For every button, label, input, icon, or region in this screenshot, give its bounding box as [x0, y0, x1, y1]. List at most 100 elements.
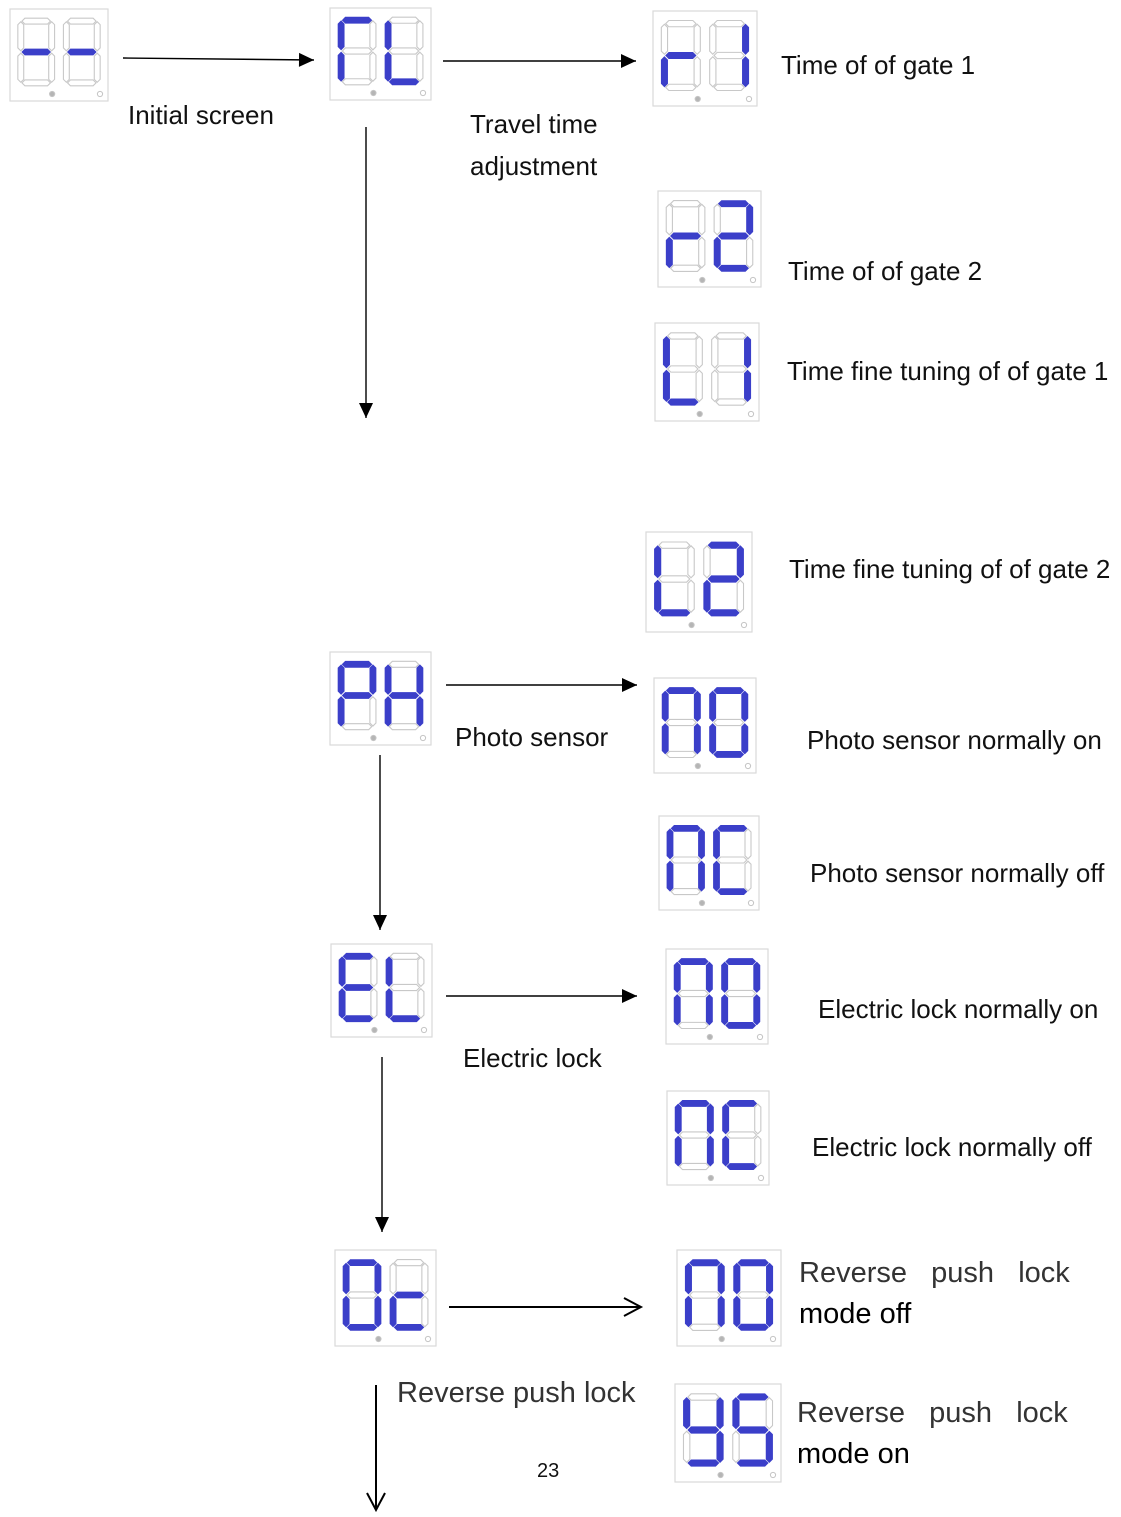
segment-b — [374, 1262, 382, 1295]
segment-g — [670, 856, 702, 864]
segment-f — [389, 1262, 397, 1295]
segment-a — [66, 17, 97, 25]
segment-e — [384, 696, 392, 727]
segment-c — [369, 51, 377, 82]
arrow-el-down — [375, 1057, 389, 1232]
segment-d — [389, 1015, 421, 1023]
display-r2 — [657, 190, 762, 288]
digit-1 — [338, 952, 378, 1023]
segment-c — [421, 1295, 429, 1328]
segment-g — [687, 1426, 720, 1434]
segment-g — [66, 48, 97, 56]
segment-e — [337, 51, 345, 82]
label-photo-sensor-off: Photo sensor normally off — [810, 858, 1105, 888]
segment-a — [664, 19, 697, 28]
label-travel-time-line1: Travel time — [470, 109, 598, 139]
segment-b — [736, 545, 744, 579]
decimal-dot — [370, 89, 377, 97]
segment-f — [342, 1262, 350, 1295]
digit-2 — [709, 19, 750, 92]
digit-1 — [662, 332, 703, 406]
segment-e — [385, 988, 393, 1019]
segment-c — [693, 55, 701, 88]
segment-g — [21, 48, 52, 56]
decimal-dot-secondary — [424, 1335, 432, 1343]
decimal-dot — [717, 1471, 724, 1479]
segment-e — [703, 579, 711, 613]
segment-b — [766, 1262, 774, 1295]
segment-f — [654, 545, 662, 579]
segment-g — [388, 47, 420, 55]
digit-1 — [17, 17, 56, 87]
segment-g — [389, 983, 421, 992]
segment-e — [711, 369, 719, 403]
segment-f — [338, 956, 346, 987]
segment-e — [384, 51, 392, 82]
segment-b — [765, 1396, 774, 1430]
display-el-nc — [666, 1090, 770, 1186]
segment-b — [698, 203, 706, 236]
segment-d — [664, 83, 697, 92]
segment-c — [766, 1295, 774, 1328]
segment-f — [733, 1262, 741, 1295]
segment-e — [713, 860, 720, 892]
segment-e — [338, 988, 346, 1019]
segment-e — [684, 1295, 692, 1328]
segment-b — [746, 203, 754, 236]
segment-g — [393, 1291, 425, 1299]
digit-1 — [684, 1259, 725, 1331]
segment-f — [662, 335, 670, 369]
digit-2 — [703, 541, 745, 617]
segment-g — [658, 575, 691, 583]
digit-2 — [713, 825, 752, 895]
decimal-dot-secondary — [96, 90, 104, 98]
segment-f — [713, 203, 721, 236]
segment-g — [715, 365, 748, 373]
segment-c — [374, 1295, 382, 1328]
segment-f — [711, 335, 719, 369]
segment-b — [421, 1262, 429, 1295]
segment-b — [754, 1103, 762, 1135]
segment-b — [706, 1103, 714, 1135]
segment-e — [662, 369, 670, 403]
segment-d — [21, 79, 52, 87]
segment-a — [687, 1393, 720, 1401]
digit-2 — [713, 200, 754, 272]
segment-e — [709, 723, 717, 755]
display-ph-nc — [658, 815, 760, 911]
segment-c — [754, 1135, 762, 1167]
decimal-dot-secondary — [747, 899, 755, 907]
decimal-dot — [370, 734, 377, 742]
segment-f — [666, 828, 674, 860]
segment-b — [741, 690, 749, 722]
decimal-dot — [375, 1335, 382, 1343]
segment-f — [684, 1262, 692, 1295]
display-el — [330, 943, 433, 1038]
digit-2 — [389, 1259, 429, 1331]
segment-a — [346, 1259, 378, 1267]
segment-f — [62, 20, 70, 52]
segment-b — [693, 23, 701, 56]
decimal-dot — [371, 1026, 378, 1034]
segment-e — [674, 1135, 682, 1167]
decimal-dot — [694, 762, 701, 770]
arrow-el-to-options — [446, 989, 637, 1003]
segment-f — [661, 690, 669, 722]
segment-f — [384, 664, 392, 695]
segment-e — [389, 1295, 397, 1328]
segment-d — [342, 1015, 374, 1023]
segment-e — [654, 579, 662, 613]
decimal-dot-secondary — [419, 89, 427, 97]
segment-d — [341, 723, 373, 731]
segment-c — [93, 52, 101, 84]
digit-2 — [722, 1100, 762, 1170]
display-oc-ys — [674, 1383, 782, 1483]
arrow-oc-to-options — [449, 1297, 644, 1317]
segment-a — [389, 952, 421, 960]
segment-d — [658, 609, 691, 617]
decimal-dot — [688, 621, 695, 629]
segment-a — [393, 1259, 425, 1267]
digit-1 — [665, 200, 706, 272]
